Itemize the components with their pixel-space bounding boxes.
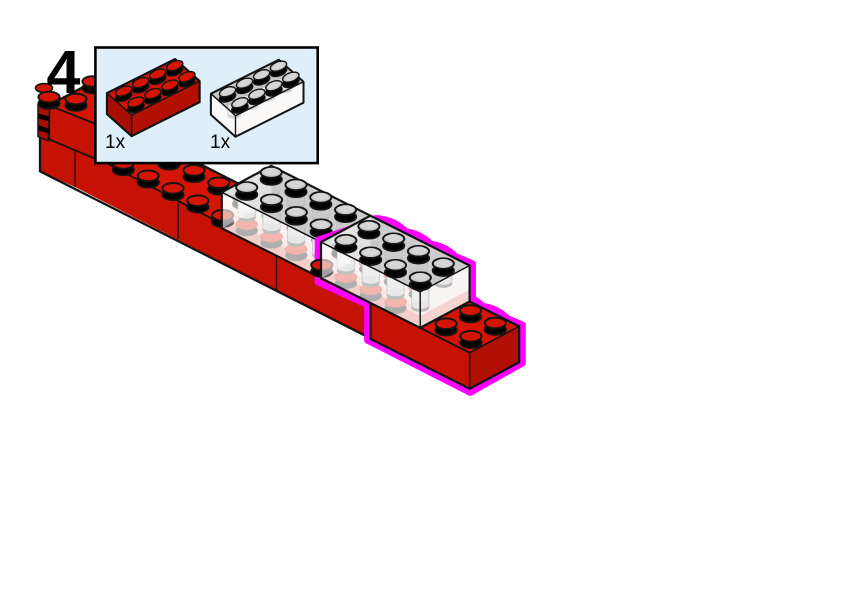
svg-text:1x: 1x bbox=[210, 132, 231, 153]
svg-text:4: 4 bbox=[47, 38, 81, 106]
svg-text:1x: 1x bbox=[105, 132, 126, 153]
